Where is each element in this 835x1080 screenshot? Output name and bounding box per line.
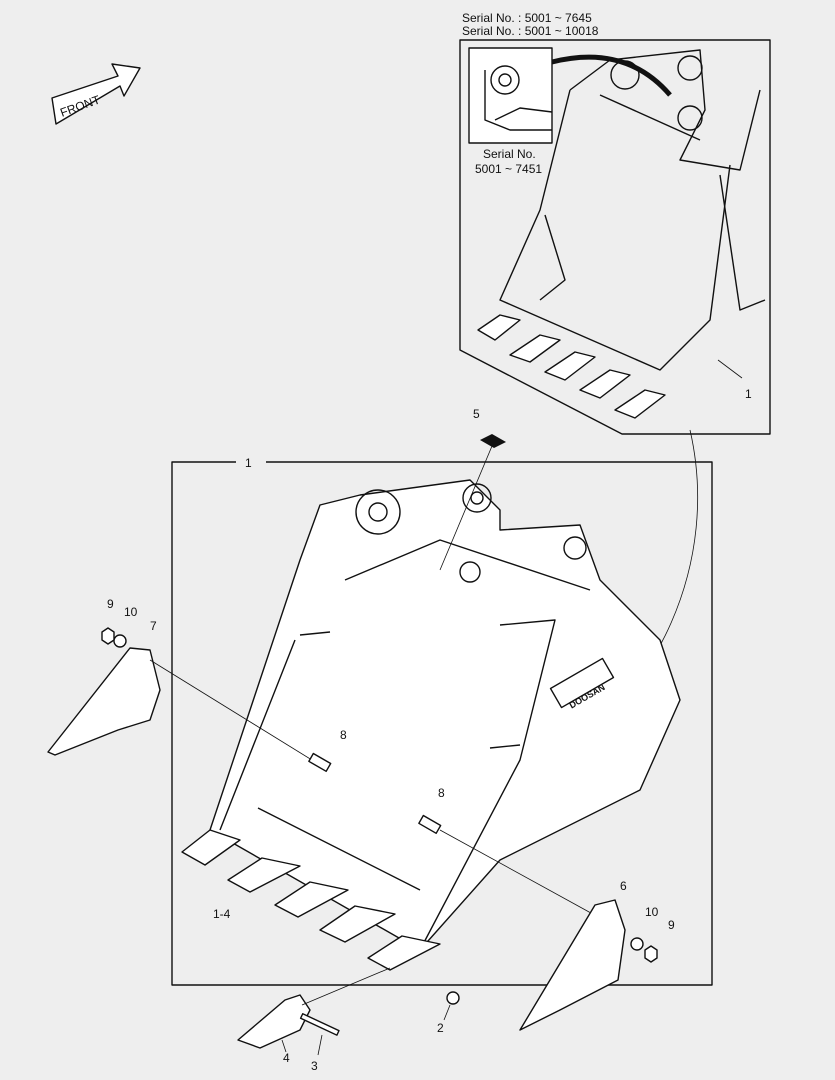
callout-item-10-right: 10 <box>645 905 659 919</box>
main-bucket-drawing: DOOSAN <box>181 479 681 971</box>
item-4-tooth <box>237 994 311 1049</box>
item-6-side-cutter <box>519 899 626 1031</box>
callout-item-5: 5 <box>473 407 480 421</box>
serial-header-line-2: Serial No. : 5001 ~ 10018 <box>462 24 599 38</box>
item-8-bolt-right <box>418 814 442 835</box>
item-8-bolt-left <box>308 752 332 773</box>
item-9-nut-right <box>644 945 658 963</box>
inset-bucket-drawing <box>477 49 766 419</box>
inset-serial-label: Serial No. <box>483 147 536 161</box>
item-10-washer-left <box>113 634 127 648</box>
callout-item-8-left: 8 <box>340 728 347 742</box>
main-frame <box>171 461 713 986</box>
item-3-pin <box>299 1013 340 1036</box>
callout-teeth-range: 1-4 <box>213 907 231 921</box>
callout-item-3: 3 <box>311 1059 318 1073</box>
inset-frame <box>459 39 771 435</box>
callout-item-9-left: 9 <box>107 597 114 611</box>
callout-item-9-right: 9 <box>668 918 675 932</box>
callout-main-bucket: 1 <box>245 456 252 470</box>
callout-item-4: 4 <box>283 1051 290 1065</box>
item-7-side-cutter <box>47 647 161 756</box>
item-9-nut-left <box>101 627 115 645</box>
callout-item-7: 7 <box>150 619 157 633</box>
front-arrow-icon: FRONT <box>51 63 141 125</box>
serial-header-line-1: Serial No. : 5001 ~ 7645 <box>462 11 592 25</box>
detail-inset-frame <box>468 47 553 144</box>
item-10-washer-right <box>630 937 644 951</box>
callout-item-10-left: 10 <box>124 605 138 619</box>
callout-item-8-right: 8 <box>438 786 445 800</box>
item-2-retainer <box>446 991 460 1005</box>
callout-item-2: 2 <box>437 1021 444 1035</box>
inset-serial-range: 5001 ~ 7451 <box>475 162 542 176</box>
callout-inset-bucket: 1 <box>745 387 752 401</box>
callout-item-6: 6 <box>620 879 627 893</box>
item-5-plate <box>480 434 506 448</box>
